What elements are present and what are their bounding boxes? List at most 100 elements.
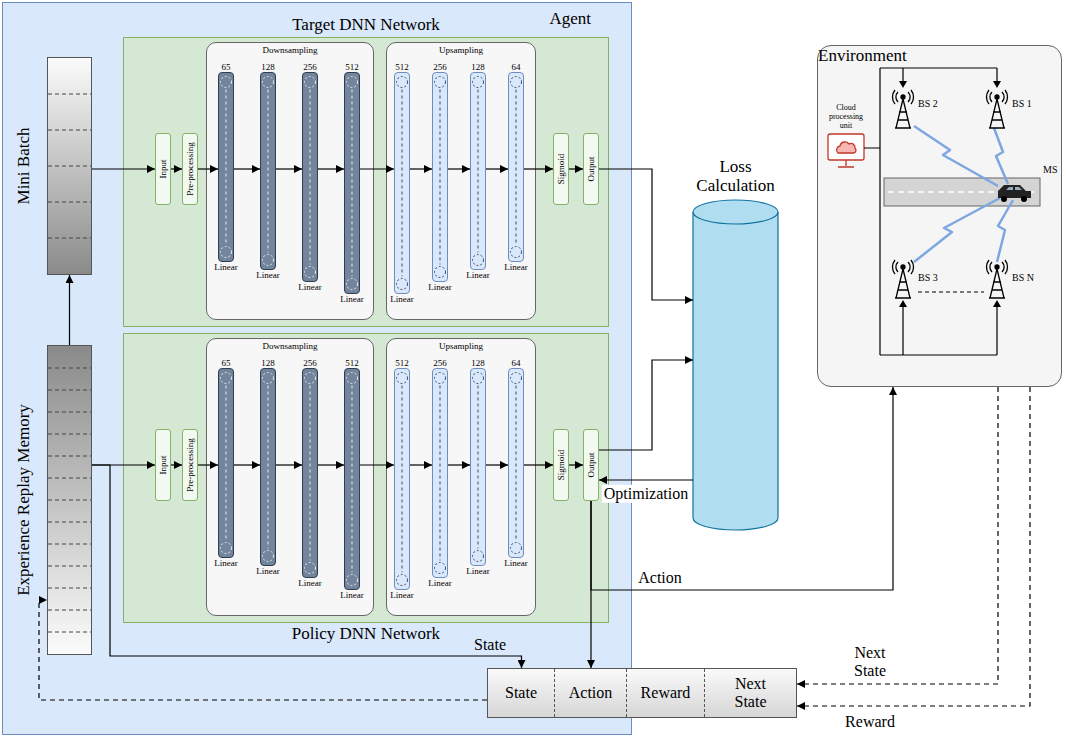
layer-type: Linear xyxy=(340,590,363,600)
neuron-ellipsis xyxy=(268,386,269,549)
station-label: MS xyxy=(1043,164,1057,176)
neuron xyxy=(435,373,446,384)
neuron xyxy=(305,563,316,574)
neuron-dots xyxy=(219,369,233,557)
base-station-icon xyxy=(892,260,913,298)
layer-size: 512 xyxy=(345,62,359,72)
layer-type: Linear xyxy=(428,578,451,588)
connector xyxy=(171,464,182,465)
neuron-ellipsis xyxy=(352,386,353,573)
linear-layer: 128Linear xyxy=(260,72,276,270)
neuron-ellipsis xyxy=(402,90,403,277)
neuron-dots xyxy=(345,369,359,589)
car-icon xyxy=(1001,196,1007,202)
block-label: Pre-processing xyxy=(185,438,195,492)
neuron-dots xyxy=(433,369,447,577)
neuron xyxy=(397,575,408,586)
neuron-ellipsis xyxy=(226,386,227,541)
layer-size: 256 xyxy=(433,358,447,368)
block-label: Output xyxy=(586,156,596,181)
panel-title: Agent xyxy=(549,9,591,29)
neuron-dots xyxy=(471,73,485,269)
tuple-field: Reward xyxy=(641,684,691,702)
edge-label: State xyxy=(472,636,508,654)
layer-size: 65 xyxy=(222,358,231,368)
edge-label: Action xyxy=(636,569,684,587)
neuron-dots xyxy=(395,369,409,589)
network-title: Target DNN Network xyxy=(124,15,608,35)
connector xyxy=(599,360,693,450)
neuron xyxy=(305,373,316,384)
wiring-arrowhead xyxy=(899,81,907,88)
linear-layer: 256Linear xyxy=(432,368,448,578)
neuron xyxy=(263,551,274,562)
layer-size: 512 xyxy=(395,358,409,368)
connector xyxy=(448,168,470,169)
connector xyxy=(198,168,218,169)
memory-label: Mini Batch xyxy=(14,128,34,205)
connector xyxy=(318,464,344,465)
base-station-icon xyxy=(901,265,905,269)
edge-label: Next State xyxy=(844,644,896,679)
memory-slot xyxy=(48,130,91,131)
connector xyxy=(569,464,583,465)
tuple-cell: State xyxy=(488,669,555,717)
neuron-dots xyxy=(345,73,359,293)
block-label: Input xyxy=(158,160,168,179)
text-holder: Environment xyxy=(818,46,907,66)
block-label: Pre-processing xyxy=(185,142,195,196)
connector xyxy=(524,168,553,169)
neuron-ellipsis xyxy=(478,386,479,549)
memory-slot xyxy=(48,610,91,611)
memory-slot xyxy=(48,166,91,167)
linear-layer: 512Linear xyxy=(394,368,410,590)
text-holder: BS 3 xyxy=(918,272,938,284)
base-station-icon xyxy=(895,99,911,128)
connector xyxy=(276,464,302,465)
base-station-link xyxy=(918,292,984,293)
connector xyxy=(410,464,432,465)
neuron-dots xyxy=(261,73,275,269)
base-station-icon xyxy=(995,95,999,99)
loss-title: Loss Calculation xyxy=(686,157,786,196)
neuron xyxy=(511,247,522,258)
memory-slots xyxy=(48,58,91,274)
text-holder: Policy DNN Network xyxy=(124,624,608,644)
layer-block: Sigmoid xyxy=(553,429,569,501)
text-holder: MS xyxy=(1043,164,1057,176)
station-label: BS 1 xyxy=(1012,98,1032,110)
replay-memory-bar: Experience Replay Memory xyxy=(47,345,92,655)
base-station-icon xyxy=(986,90,1007,104)
layer-size: 128 xyxy=(261,62,275,72)
road xyxy=(884,178,1040,206)
layer-size: 256 xyxy=(303,358,317,368)
connector xyxy=(318,168,344,169)
connector xyxy=(448,464,470,465)
text-holder: Downsampling xyxy=(207,45,373,55)
connector xyxy=(797,387,998,684)
neuron xyxy=(347,77,358,88)
control-wiring xyxy=(864,68,997,355)
memory-slot xyxy=(48,434,91,435)
tuple-cell: Next State xyxy=(705,669,796,717)
memory-slot xyxy=(48,456,91,457)
control-wiring xyxy=(864,68,997,355)
radio-link xyxy=(914,126,998,186)
layer-type: Linear xyxy=(256,270,279,280)
connector xyxy=(276,168,302,169)
group-title: Downsampling xyxy=(207,341,373,351)
connector xyxy=(410,168,432,169)
connector xyxy=(198,464,218,465)
linear-layer: 256Linear xyxy=(432,72,448,282)
layer-size: 512 xyxy=(345,358,359,368)
neuron xyxy=(435,267,446,278)
layer-type: Linear xyxy=(466,566,489,576)
neuron xyxy=(473,551,484,562)
layer-group: Downsampling65Linear128Linear256Linear51… xyxy=(206,338,374,616)
text-holder: Optimization xyxy=(646,494,734,512)
environment-box: Environment xyxy=(817,45,1062,387)
cylinder-shape xyxy=(693,200,778,530)
connector xyxy=(486,168,508,169)
neuron xyxy=(397,373,408,384)
